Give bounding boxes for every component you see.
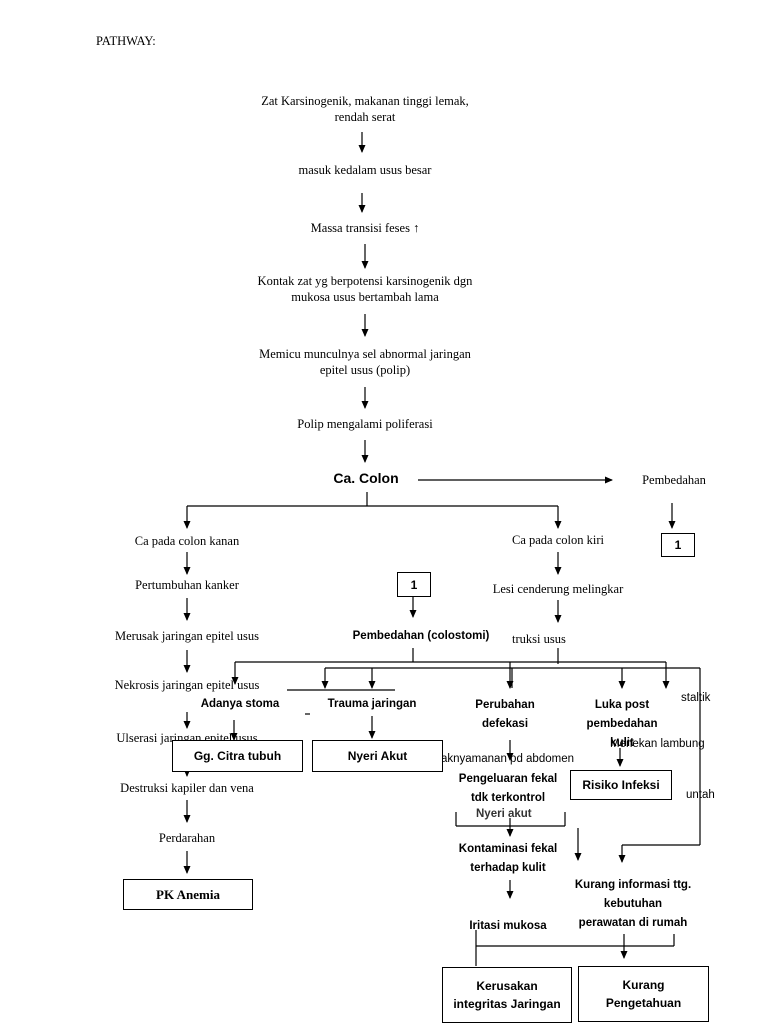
effect-trauma-jaringan: Trauma jaringan: [327, 698, 417, 710]
effect-perubahan-defekasi: Perubahan defekasi: [475, 699, 535, 730]
flow-step-carcinogen: Zat Karsinogenik, makanan tinggi lemak, …: [261, 94, 469, 124]
text-peristaltik-partial: staltik: [681, 692, 711, 704]
left-step-perdarahan: Perdarahan: [158, 831, 216, 845]
flow-step-sel-abnormal: Memicu munculnya sel abnormal jaringan e…: [259, 347, 471, 377]
diagnosis-nyeri-akut: Nyeri Akut: [312, 740, 443, 772]
text-ketidaknyamanan-abdomen: aknyamanan pd abdomen: [441, 753, 574, 765]
effect-iritasi-mukosa: Iritasi mukosa: [469, 920, 547, 932]
flow-step-usus-besar: masuk kedalam usus besar: [298, 163, 432, 177]
left-step-merusak: Merusak jaringan epitel usus: [114, 629, 260, 643]
effect-pengeluaran-fekal: Pengeluaran fekal tdk terkontrol: [438, 770, 578, 808]
flow-step-massa-transisi: Massa transisi feses ↑: [310, 221, 420, 235]
pembedahan-label: Pembedahan: [642, 473, 706, 487]
pembedahan-colostomi: Pembedahan (colostomi): [352, 630, 490, 642]
diagnosis-gg-citra-tubuh: Gg. Citra tubuh: [172, 740, 303, 772]
flow-step-polip: Polip mengalami poliferasi: [297, 417, 433, 431]
right-step-colon-kiri: Ca pada colon kiri: [512, 533, 604, 547]
text-menekan-lambung: Menekan lambung: [610, 738, 705, 750]
connector-1-center: 1: [397, 572, 431, 597]
effect-kontaminasi-fekal: Kontaminasi fekal terhadap kulit: [458, 843, 558, 874]
diagnosis-pk-anemia: PK Anemia: [123, 879, 253, 910]
flow-step-kontak-zat: Kontak zat yg berpotensi karsinogenik dg…: [257, 274, 473, 304]
connector-1-right: 1: [661, 533, 695, 557]
ca-colon-node: Ca. Colon: [333, 470, 399, 486]
effect-luka-post: Luka post pembedahan kulit: [586, 699, 658, 749]
left-step-pertumbuhan: Pertumbuhan kanker: [135, 578, 239, 592]
right-step-lesi: Lesi cenderung melingkar: [492, 582, 624, 596]
text-muntah-partial: untah: [686, 789, 715, 801]
right-step-obstruksi: truksi usus: [512, 632, 566, 646]
diagnosis-kerusakan-integritas: Kerusakan integritas Jaringan: [442, 967, 572, 1023]
left-step-nekrosis: Nekrosis jaringan epitel usus: [114, 678, 260, 692]
effect-adanya-stoma: Adanya stoma: [200, 698, 280, 710]
left-step-destruksi: Destruksi kapiler dan vena: [120, 781, 254, 795]
left-step-colon-kanan: Ca pada colon kanan: [134, 534, 240, 548]
diagnosis-risiko-infeksi: Risiko Infeksi: [570, 770, 672, 800]
effect-kurang-informasi: Kurang informasi ttg. kebutuhan perawata…: [560, 876, 706, 933]
text-nyeri-akut-faded: Nyeri akut: [476, 808, 532, 820]
page-heading: PATHWAY:: [96, 34, 156, 48]
diagnosis-kurang-pengetahuan: Kurang Pengetahuan: [578, 966, 709, 1022]
